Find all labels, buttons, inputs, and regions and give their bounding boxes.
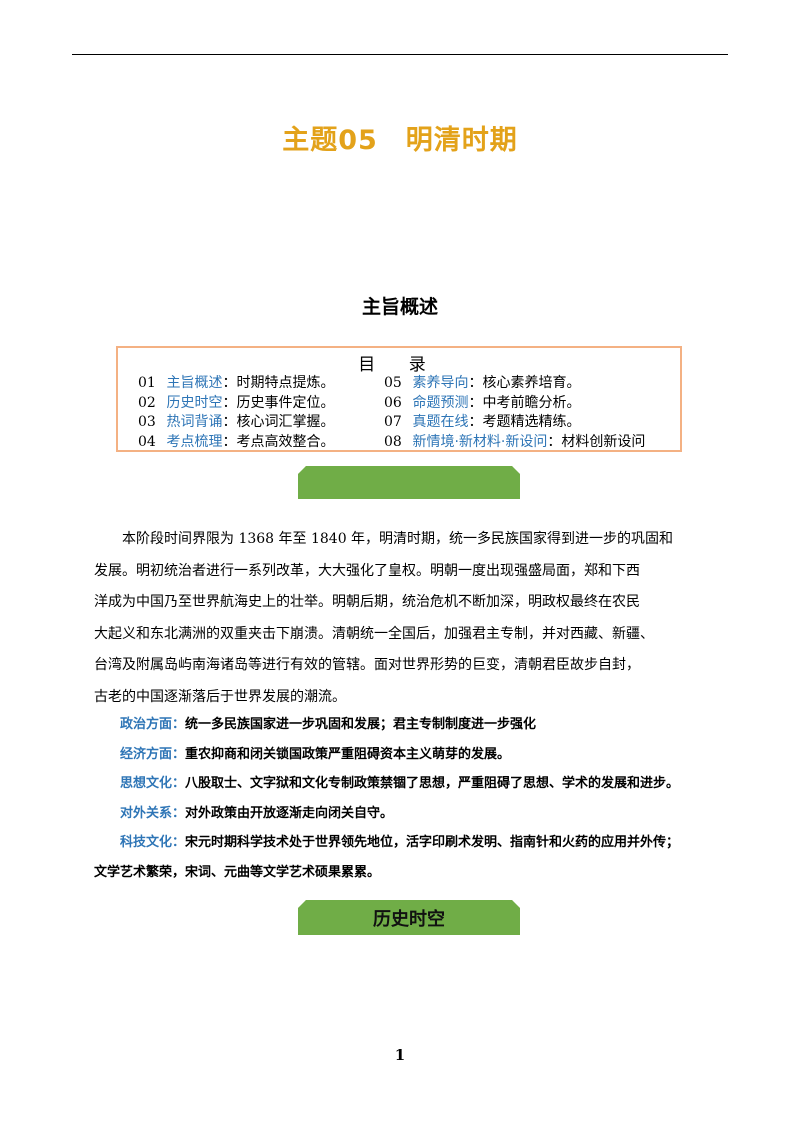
title-prefix: 主题05 [282, 125, 378, 156]
toc-item-desc: ：核心词汇掌握。 [222, 414, 335, 430]
key-points-list: 政治方面：统一多民族国家进一步巩固和发展；君主专制制度进一步强化 经济方面：重农… [94, 710, 744, 887]
key-point-text: 八股取士、文字狱和文化专制政策禁锢了思想，严重阻碍了思想、学术的发展和进步。 [185, 776, 680, 791]
toc-item: 03 热词背诵：核心词汇掌握。 [138, 413, 334, 433]
toc-item: 07 真题在线：考题精选精练。 [384, 413, 645, 433]
toc-item: 05 素养导向：核心素养培育。 [384, 374, 645, 394]
toc-link[interactable]: 命题预测 [412, 394, 469, 411]
key-point-label: 对外关系： [120, 805, 186, 821]
key-point-label: 科技文化： [120, 835, 186, 850]
toc-item-number: 04 [138, 433, 156, 450]
toc-item-desc: ：历史事件定位。 [222, 394, 335, 411]
toc-item-desc: ：材料创新设问 [547, 433, 646, 450]
key-point: 经济方面：重农抑商和闭关锁国政策严重阻碍资本主义萌芽的发展。 [94, 740, 744, 770]
key-point-continuation: 文学艺术繁荣，宋词、元曲等文学艺术硕果累累。 [94, 864, 381, 880]
key-point: 科技文化：宋元时期科学技术处于世界领先地位，活字印刷术发明、指南针和火药的应用并… [94, 828, 744, 858]
page-number: 1 [394, 1046, 406, 1064]
toc-item-desc: ：考点高效整合。 [222, 433, 335, 450]
section-heading: 主旨概述 [361, 296, 438, 318]
key-point-text: 重农抑商和闭关锁国政策严重阻碍资本主义萌芽的发展。 [185, 746, 511, 762]
table-of-contents: 目 录 01 主旨概述：时期特点提炼。 02 历史时空：历史事件定位。 03 热… [116, 346, 682, 452]
toc-item: 08 新情境·新材料·新设问：材料创新设问 [384, 433, 645, 453]
section-banner [298, 466, 520, 499]
toc-link[interactable]: 主旨概述 [166, 375, 223, 391]
paragraph-line: 古老的中国逐渐落后于世界发展的潮流。 [94, 688, 346, 705]
paragraph-line: 洋成为中国乃至世界航海史上的壮举。明朝后期，统治危机不断加深，明政权最终在农民 [94, 594, 640, 610]
paragraph-line: 大起义和东北满洲的双重夹击下崩溃。清朝统一全国后，加强君主专制，并对西藏、新疆、 [94, 625, 654, 642]
key-point: 思想文化：八股取士、文字狱和文化专制政策禁锢了思想，严重阻碍了思想、学术的发展和… [94, 769, 744, 799]
section-banner-history-timeline: 历史时空 [298, 900, 520, 935]
toc-item: 01 主旨概述：时期特点提炼。 [138, 374, 334, 394]
paragraph-line: 发展。明初统治者进行一系列改革，大大强化了皇权。明朝一度出现强盛局面，郑和下西 [94, 562, 640, 579]
toc-item: 04 考点梳理：考点高效整合。 [138, 433, 334, 453]
toc-item-number: 03 [138, 414, 156, 430]
key-point-text: 统一多民族国家进一步巩固和发展；君主专制制度进一步强化 [185, 717, 537, 732]
paragraph-line: 台湾及附属岛屿南海诸岛等进行有效的管辖。面对世界形势的巨变，清朝君臣故步自封， [94, 657, 640, 673]
title-suffix: 明清时期 [405, 125, 518, 156]
key-point-label: 经济方面： [120, 746, 186, 762]
key-point-text: 宋元时期科学技术处于世界领先地位，活字印刷术发明、指南针和火药的应用并外传； [185, 835, 680, 850]
toc-link[interactable]: 历史时空 [166, 394, 223, 411]
toc-item: 02 历史时空：历史事件定位。 [138, 394, 334, 414]
toc-left-column: 01 主旨概述：时期特点提炼。 02 历史时空：历史事件定位。 03 热词背诵：… [138, 374, 334, 452]
toc-item-number: 08 [384, 433, 402, 450]
toc-item-number: 02 [138, 394, 156, 411]
toc-item-desc: ：核心素养培育。 [468, 375, 581, 391]
header-rule [72, 54, 728, 55]
key-point: 对外关系：对外政策由开放逐渐走向闭关自守。 [94, 799, 744, 829]
toc-item-number: 01 [138, 375, 156, 391]
overview-paragraph: 本阶段时间界限为 1368 年至 1840 年，明清时期，统一多民族国家得到进一… [94, 524, 714, 713]
key-point-label: 政治方面： [120, 717, 186, 732]
toc-item-number: 06 [384, 394, 402, 411]
page-title: 主题05 明清时期 [0, 118, 800, 157]
toc-link[interactable]: 热词背诵 [166, 414, 223, 430]
toc-link[interactable]: 考点梳理 [166, 433, 223, 450]
toc-item-number: 05 [384, 375, 402, 391]
key-point-text: 对外政策由开放逐渐走向闭关自守。 [185, 805, 394, 821]
toc-item-desc: ：中考前瞻分析。 [468, 394, 581, 411]
toc-right-column: 05 素养导向：核心素养培育。 06 命题预测：中考前瞻分析。 07 真题在线：… [384, 374, 645, 452]
key-point: 政治方面：统一多民族国家进一步巩固和发展；君主专制制度进一步强化 [94, 710, 744, 740]
toc-item: 06 命题预测：中考前瞻分析。 [384, 394, 645, 414]
toc-title: 目 录 [358, 355, 440, 375]
toc-link[interactable]: 真题在线 [412, 414, 469, 430]
toc-link[interactable]: 素养导向 [412, 375, 469, 391]
toc-item-desc: ：考题精选精练。 [468, 414, 581, 430]
toc-item-number: 07 [384, 414, 402, 430]
toc-item-desc: ：时期特点提炼。 [222, 375, 335, 391]
paragraph-line: 本阶段时间界限为 1368 年至 1840 年，明清时期，统一多民族国家得到进一… [122, 531, 674, 547]
toc-link[interactable]: 新情境·新材料·新设问 [412, 433, 548, 450]
key-point-label: 思想文化： [120, 776, 186, 791]
